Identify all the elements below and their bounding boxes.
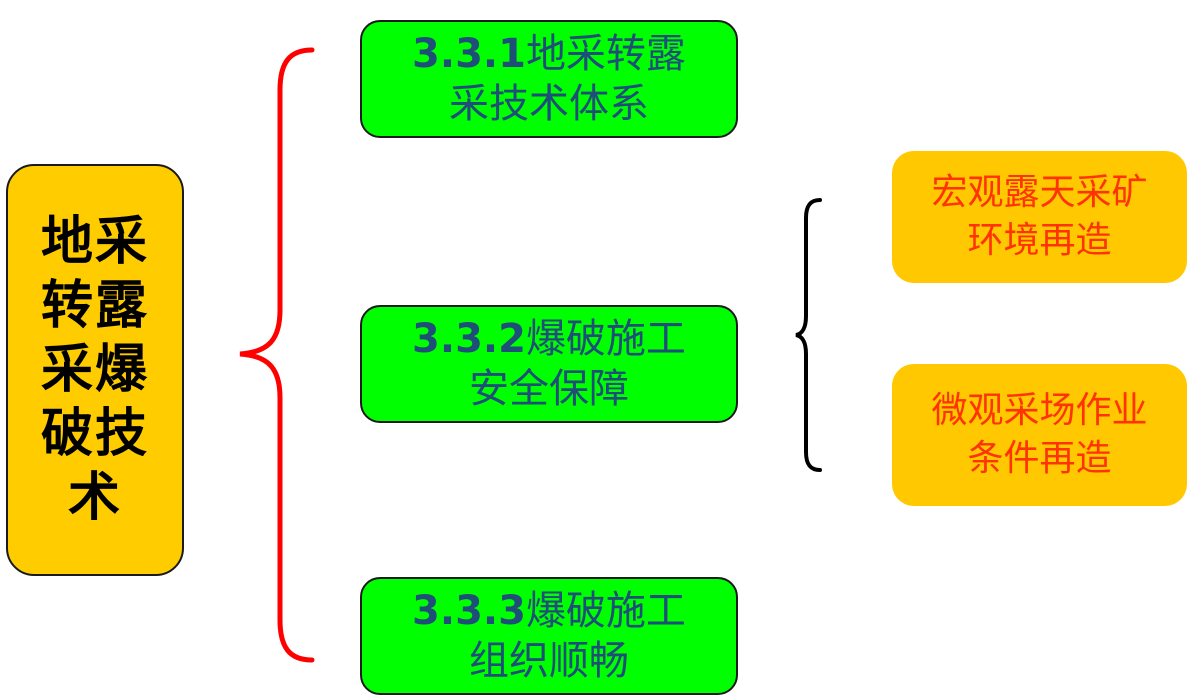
topic-node-3-3-2: 3.3.2爆破施工 安全保障: [360, 305, 738, 423]
root-line: 转露: [40, 276, 149, 336]
root-line: 术: [67, 468, 122, 528]
subtopic-node-micro: 微观采场作业 条件再造: [892, 364, 1187, 506]
topic-title-line2: 组织顺畅: [469, 638, 629, 684]
root-line: 地采: [40, 212, 149, 272]
topic-number: 3.3.3: [412, 588, 526, 634]
topic-node-3-3-3: 3.3.3爆破施工 组织顺畅: [360, 577, 738, 695]
topic-number: 3.3.2: [412, 316, 526, 362]
topic-node-3-3-1: 3.3.1地采转露 采技术体系: [360, 20, 738, 138]
root-line: 破技: [40, 404, 149, 464]
topic-title: 爆破施工: [525, 316, 686, 362]
subtopic-node-macro: 宏观露天采矿 环境再造: [892, 151, 1187, 283]
topic-title-line2: 采技术体系: [449, 81, 649, 127]
main-brace: [239, 47, 315, 663]
subtopic-line1: 微观采场作业: [931, 390, 1148, 431]
topic-title: 地采转露: [525, 31, 686, 77]
subtopic-line2: 条件再造: [967, 438, 1112, 479]
sub-brace: [795, 198, 822, 472]
root-line: 采爆: [40, 340, 149, 400]
subtopic-line2: 环境再造: [967, 220, 1112, 261]
topic-title: 爆破施工: [525, 588, 686, 634]
topic-title-line2: 安全保障: [469, 366, 629, 412]
topic-number: 3.3.1: [412, 31, 526, 77]
subtopic-line1: 宏观露天采矿: [931, 172, 1148, 213]
root-node: 地采 转露 采爆 破技 术: [6, 164, 184, 576]
